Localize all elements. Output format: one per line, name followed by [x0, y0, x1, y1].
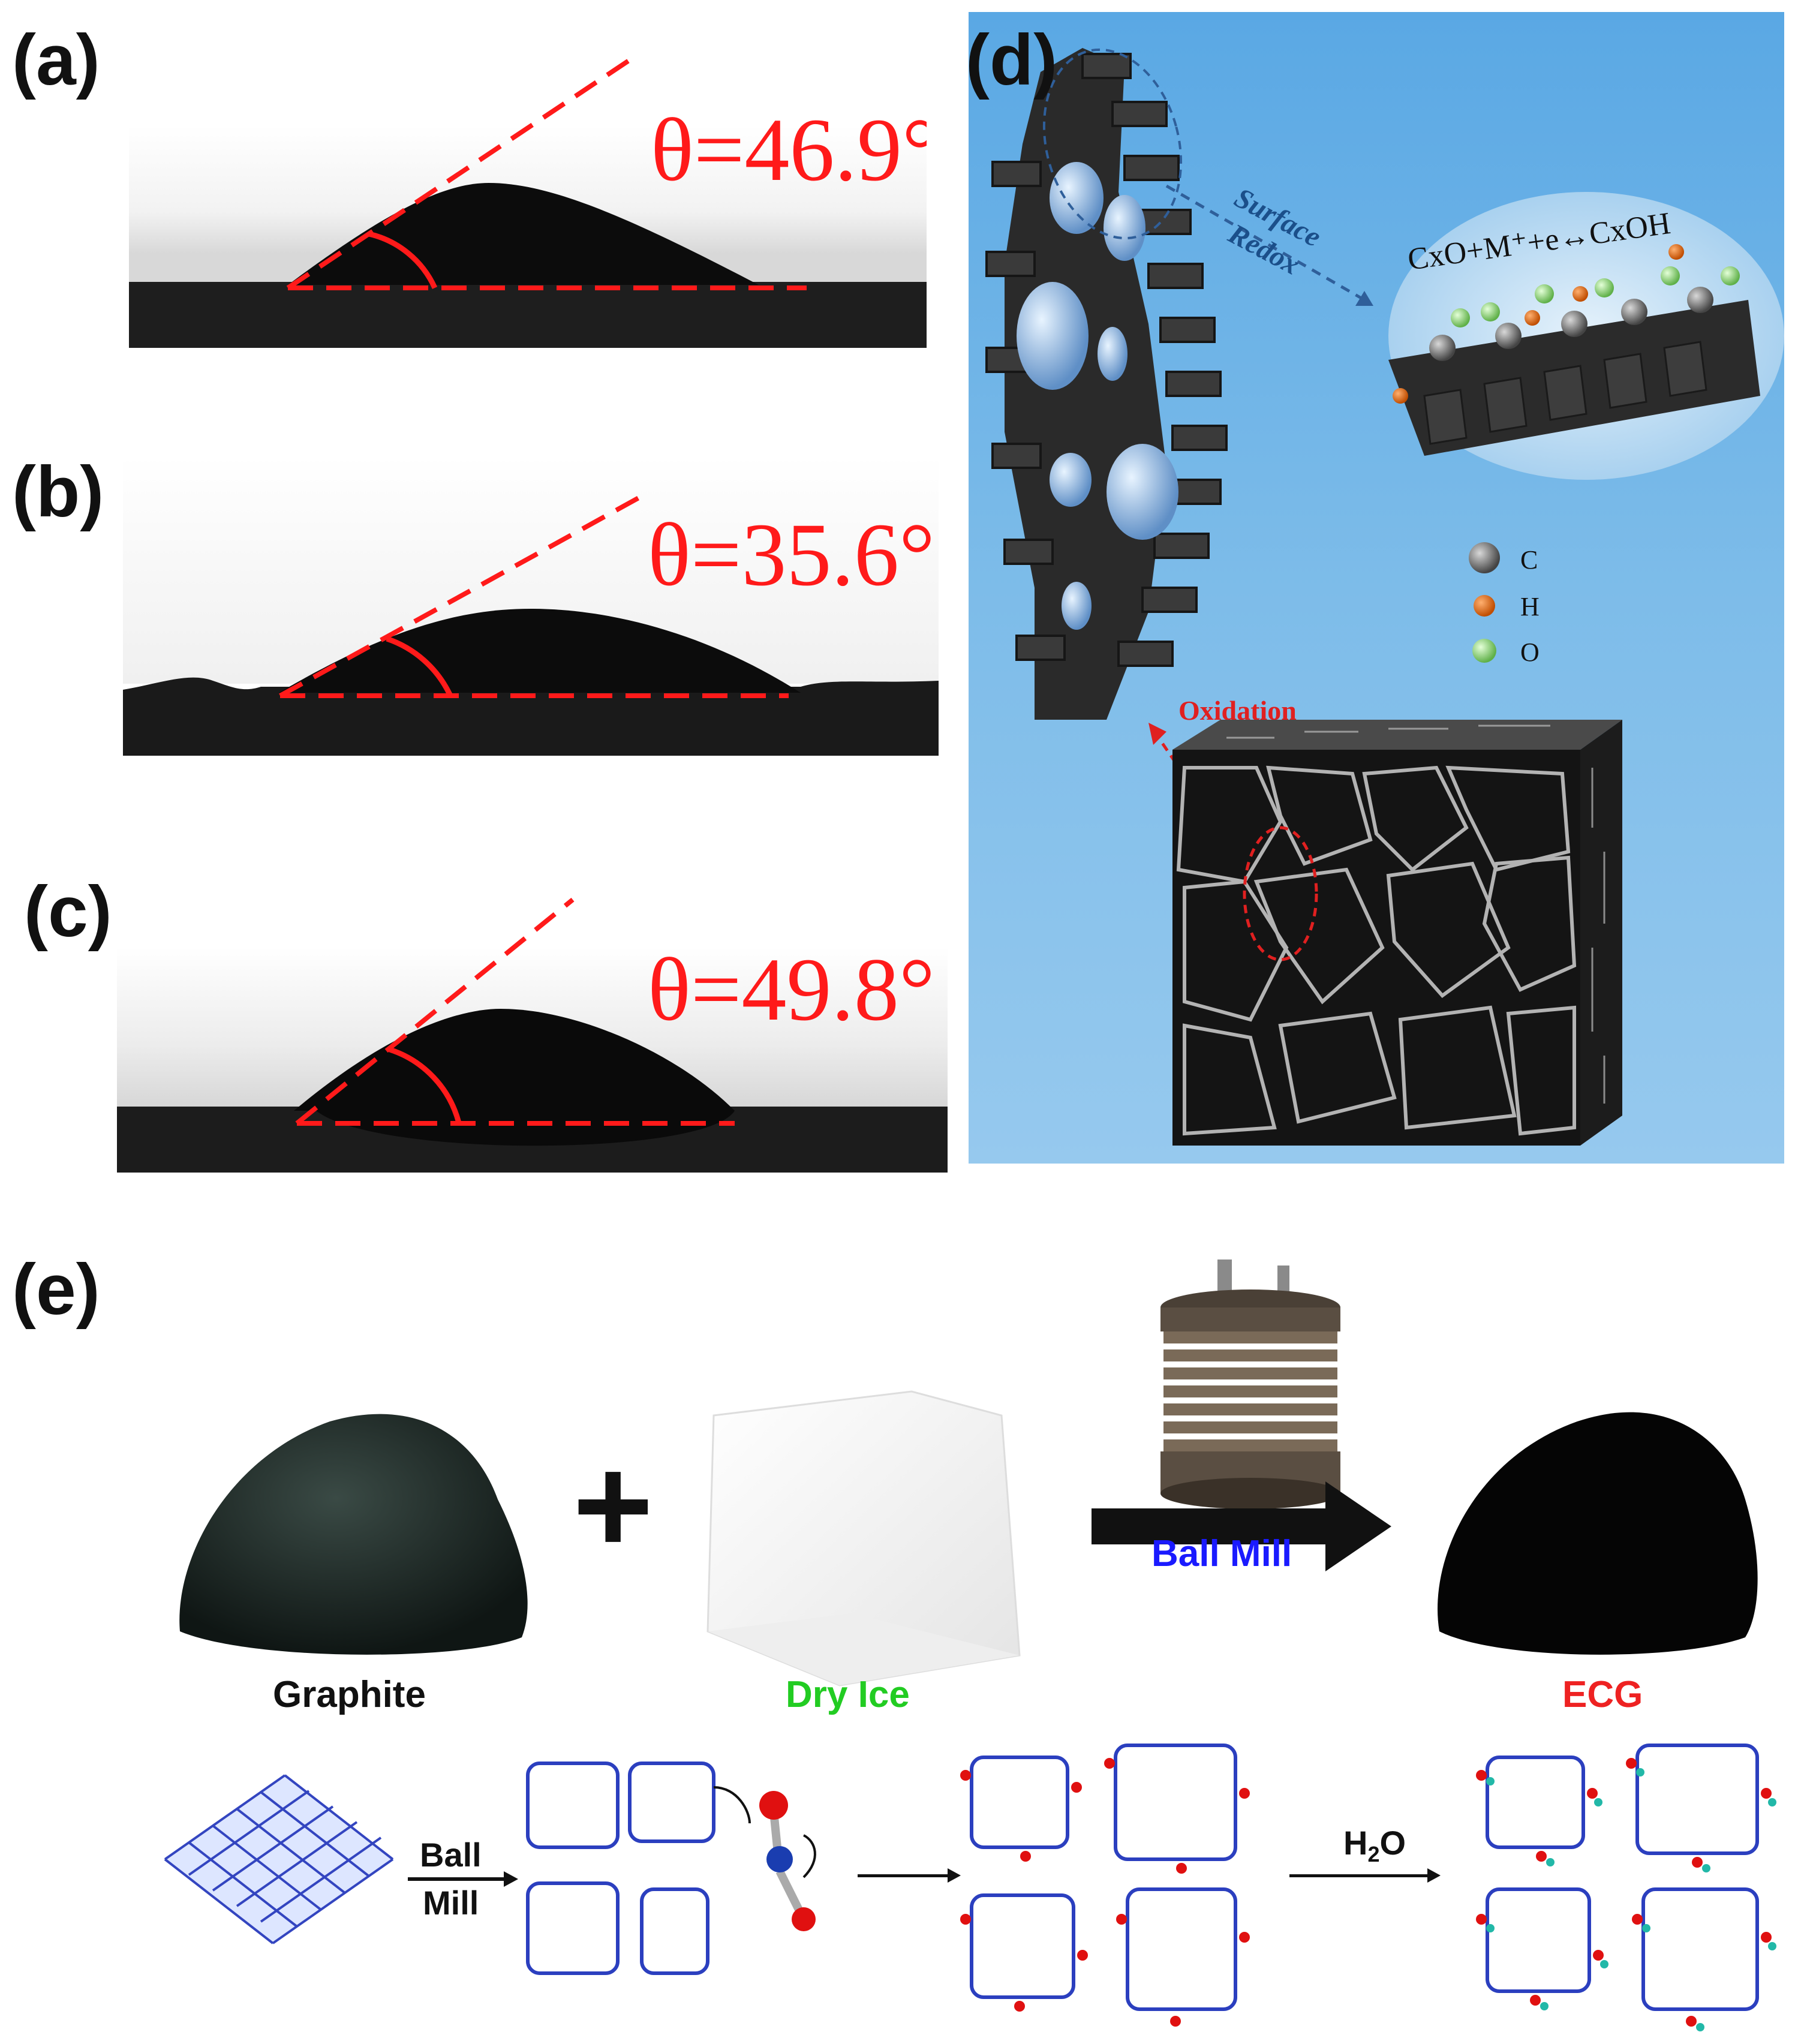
tangent-dashed [279, 495, 640, 698]
droplet [294, 1009, 735, 1111]
contact-angle-image-c: θ=49.8° [117, 897, 948, 1173]
ecg-label: ECG [1562, 1674, 1643, 1715]
panel-label-d: (d) [966, 20, 1058, 100]
h2o-subscript: 2 [1367, 1842, 1380, 1867]
oxidation-arrowhead [1148, 723, 1166, 745]
angle-arc [386, 636, 453, 696]
dry-ice-label: Dry Ice [786, 1674, 910, 1715]
angle-arc [389, 1047, 462, 1124]
dry-ice-photo [706, 1390, 1021, 1687]
step-arrow-2 [858, 1874, 954, 1877]
panel-label-b: (b) [12, 452, 104, 532]
ball-mill-step-label-1: Ball [420, 1836, 482, 1874]
tangent-dashed [295, 897, 575, 1126]
surface-atoms [1393, 244, 1740, 404]
surface-redox-arrowhead [1355, 291, 1373, 306]
contact-angle-value: θ=46.9° [651, 100, 927, 200]
legend-dot-c [1469, 542, 1500, 573]
step-arrow-3 [1289, 1874, 1433, 1877]
schematic-panel-d: Surface Redox CxO [969, 12, 1784, 1164]
angle-arc [368, 231, 438, 289]
carboxylated-graphene [960, 1744, 1250, 2027]
substrate [129, 282, 927, 348]
droplet-reflection [315, 1110, 735, 1146]
legend-label-c: C [1520, 545, 1538, 575]
fragmented-graphene [526, 1762, 816, 1975]
legend-dot-o [1472, 639, 1496, 663]
panel-label-a: (a) [12, 20, 100, 100]
graphite-powder-photo [179, 1414, 528, 1655]
step-arrow-2-head [948, 1868, 961, 1883]
droplet [288, 183, 759, 285]
h2o-label: H2O [1343, 1823, 1406, 1867]
tangent-dashed [286, 52, 641, 290]
plus-sign: + [573, 1428, 654, 1582]
step-arrow-3-head [1427, 1868, 1441, 1883]
ball-mill-label: Ball Mill [1151, 1533, 1292, 1574]
contact-angle-image-b: θ=35.6° [123, 456, 939, 756]
contact-angle-value: θ=35.6° [648, 505, 935, 605]
step-arrow-1 [408, 1877, 510, 1881]
ball-mill-step-label-2: Mill [423, 1884, 479, 1922]
ecg-powder-photo [1437, 1412, 1758, 1655]
contact-angle-image-a: θ=46.9° [129, 52, 927, 348]
surface-zoom-ellipse: CxO+M⁺+e↔CxOH [1388, 192, 1784, 480]
contact-angle-value: θ=49.8° [648, 940, 935, 1039]
ball-mill-jar-photo [1160, 1260, 1340, 1509]
droplet [279, 609, 801, 693]
legend-dot-h [1474, 595, 1495, 617]
atom-legend: C H O [1469, 542, 1540, 667]
panel-label-c: (c) [24, 871, 112, 952]
panel-label-e: (e) [12, 1249, 100, 1330]
legend-label-o: O [1520, 638, 1540, 667]
hydrated-ecg-structures [1476, 1744, 1776, 2031]
carbon-wall-structure [985, 48, 1228, 720]
graphite-label: Graphite [273, 1674, 426, 1715]
legend-label-h: H [1520, 592, 1540, 621]
h2o-o: O [1379, 1824, 1406, 1862]
process-arrow [1092, 1481, 1391, 1571]
carbon-foam-cube [1172, 720, 1622, 1146]
electrolyte-droplets [1017, 162, 1178, 630]
h2o-h: H [1343, 1824, 1368, 1862]
step-arrow-1-head [504, 1871, 518, 1887]
graphene-sheet [164, 1774, 394, 1944]
surface-redox-arrow [1165, 184, 1366, 302]
